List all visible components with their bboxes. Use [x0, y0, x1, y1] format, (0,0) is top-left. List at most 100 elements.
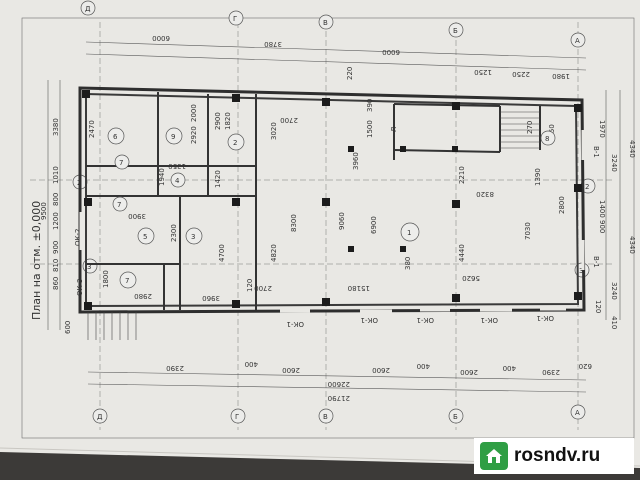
room-number: 3 [191, 233, 195, 241]
axis-label-top: Г [233, 15, 237, 23]
opening-label: ОК-2 [74, 229, 82, 246]
entrance-steps [87, 312, 137, 340]
dim-label: 2000 [190, 104, 198, 122]
paper-sheet [0, 0, 640, 468]
dim-label: 2390 [166, 364, 184, 372]
house-icon [480, 442, 508, 470]
dim-label: 4340 [628, 236, 636, 254]
axis-label-bottom: В [323, 413, 328, 421]
axis-number-left: 3 [87, 263, 91, 271]
axis-number-right: 3 [579, 267, 583, 275]
dim-label: 1970 [598, 120, 606, 138]
dim-label: 2920 [190, 126, 198, 144]
dim-label: 620 [579, 362, 592, 370]
dim-label: 410 [610, 316, 618, 329]
dim-label: 6000 [382, 48, 400, 56]
dim-label: 2900 [214, 112, 222, 130]
dim-label: 1350 [168, 162, 186, 170]
dim-label: 120 [594, 300, 602, 313]
dimension-labels-bottom: 2390 2600 2600 2600 2390 22600 21790 620… [166, 360, 592, 402]
dim-label: 1200 [52, 212, 60, 230]
dim-label: 9060 [338, 212, 346, 230]
dim-label: 1010 [52, 166, 60, 184]
dim-label: 3240 [610, 154, 618, 172]
axis-number-right: 2 [585, 183, 589, 191]
dim-label: 800 [52, 193, 60, 206]
dim-label: 2250 [512, 70, 530, 78]
opening-label: ОК-1 [481, 316, 498, 324]
dim-label: 1420 [214, 170, 222, 188]
axis-label-top: В [323, 19, 328, 27]
axis-label-top: Б [453, 27, 458, 35]
room-number: 7 [125, 277, 129, 285]
room-number: 2 [233, 139, 237, 147]
dim-label: 2600 [372, 366, 390, 374]
dim-label: 15180 [348, 284, 370, 292]
watermark-text: rosndv.ru [514, 445, 601, 466]
dim-label: 1390 [534, 168, 542, 186]
dim-label: 2980 [134, 292, 152, 300]
dim-label: 5620 [462, 274, 480, 282]
dim-label: 3240 [610, 282, 618, 300]
dim-label: 3900 [128, 212, 146, 220]
room-number: 6 [113, 133, 118, 141]
dimension-labels-right: 4340 4340 3240 3240 1970 1400 900 410 12… [594, 120, 636, 329]
opening-label: В-1 [592, 146, 600, 158]
room-number: 5 [143, 233, 147, 241]
dim-label: 1250 [474, 68, 492, 76]
dim-label: 400 [245, 360, 258, 368]
dim-label: 810 [52, 259, 60, 272]
interior-walls [86, 92, 541, 310]
dim-label: 6900 [370, 216, 378, 234]
room-number: 4 [175, 177, 180, 185]
dim-label: 1400 [598, 200, 606, 218]
watermark-logo: rosndv.ru [474, 438, 634, 474]
room-number: 7 [119, 159, 123, 167]
opening-label: ОК-1 [361, 316, 378, 324]
dim-label: 220 [346, 67, 354, 80]
dim-label: 900 [52, 241, 60, 254]
dim-label: 4700 [218, 244, 226, 262]
opening-label: ОК-3 [76, 279, 84, 296]
dimension-lines [47, 41, 621, 393]
axis-label-bottom: Д [97, 413, 103, 421]
dim-label: 3380 [52, 118, 60, 136]
opening-labels: ОК-1 ОК-1 ОК-1 ОК-1 ОК-1 ОК-2 ОК-3 В-1 В… [74, 127, 600, 328]
dim-label: 8320 [476, 190, 494, 198]
dim-label: 2390 [542, 368, 560, 376]
dim-label: 2700 [254, 284, 272, 292]
opening-label: Л [390, 127, 398, 132]
dim-label: 380 [404, 257, 412, 270]
dim-label: 3960 [202, 294, 220, 302]
dim-label: 8300 [290, 214, 298, 232]
dim-label: 2470 [88, 120, 96, 138]
dim-label: 6000 [152, 34, 170, 42]
dimension-labels-top: 6000 3780 6000 1980 2250 1250 220 [152, 34, 570, 80]
dim-label: 1940 [158, 168, 166, 186]
axis-label-top: Д [85, 5, 91, 13]
dim-label: 860 [52, 277, 60, 290]
room-labels: 6 9 2 1 3 4 5 7 7 7 8 [107, 127, 556, 289]
dim-label: 9500 [40, 202, 48, 220]
interior-dimension-labels: 2470 2920 2900 1820 3020 2700 3960 9060 … [88, 99, 566, 302]
grid-bubbles-bottom: Д Г В Б А [92, 404, 586, 424]
dim-label: 2800 [558, 196, 566, 214]
axis-label-bottom: Г [235, 413, 239, 421]
dim-label: 2700 [280, 116, 298, 124]
dim-label: 390 [366, 99, 374, 112]
dim-label: 4820 [270, 244, 278, 262]
exterior-walls-inner [85, 92, 580, 308]
grid-bubbles-top: Д Г В Б А [80, 0, 586, 48]
opening-label: ОК-1 [537, 314, 554, 322]
dim-label: 120 [246, 279, 254, 292]
dim-label: 21790 [328, 394, 350, 402]
dim-label: 3020 [270, 122, 278, 140]
plan-title: План на отм. ±0,000 [30, 201, 43, 320]
structural-columns [82, 90, 582, 310]
opening-label: ОК-1 [417, 316, 434, 324]
room-number: 8 [545, 135, 549, 143]
stair [500, 111, 540, 149]
dim-label: 4440 [458, 244, 466, 262]
axis-label-bottom: А [575, 409, 580, 417]
